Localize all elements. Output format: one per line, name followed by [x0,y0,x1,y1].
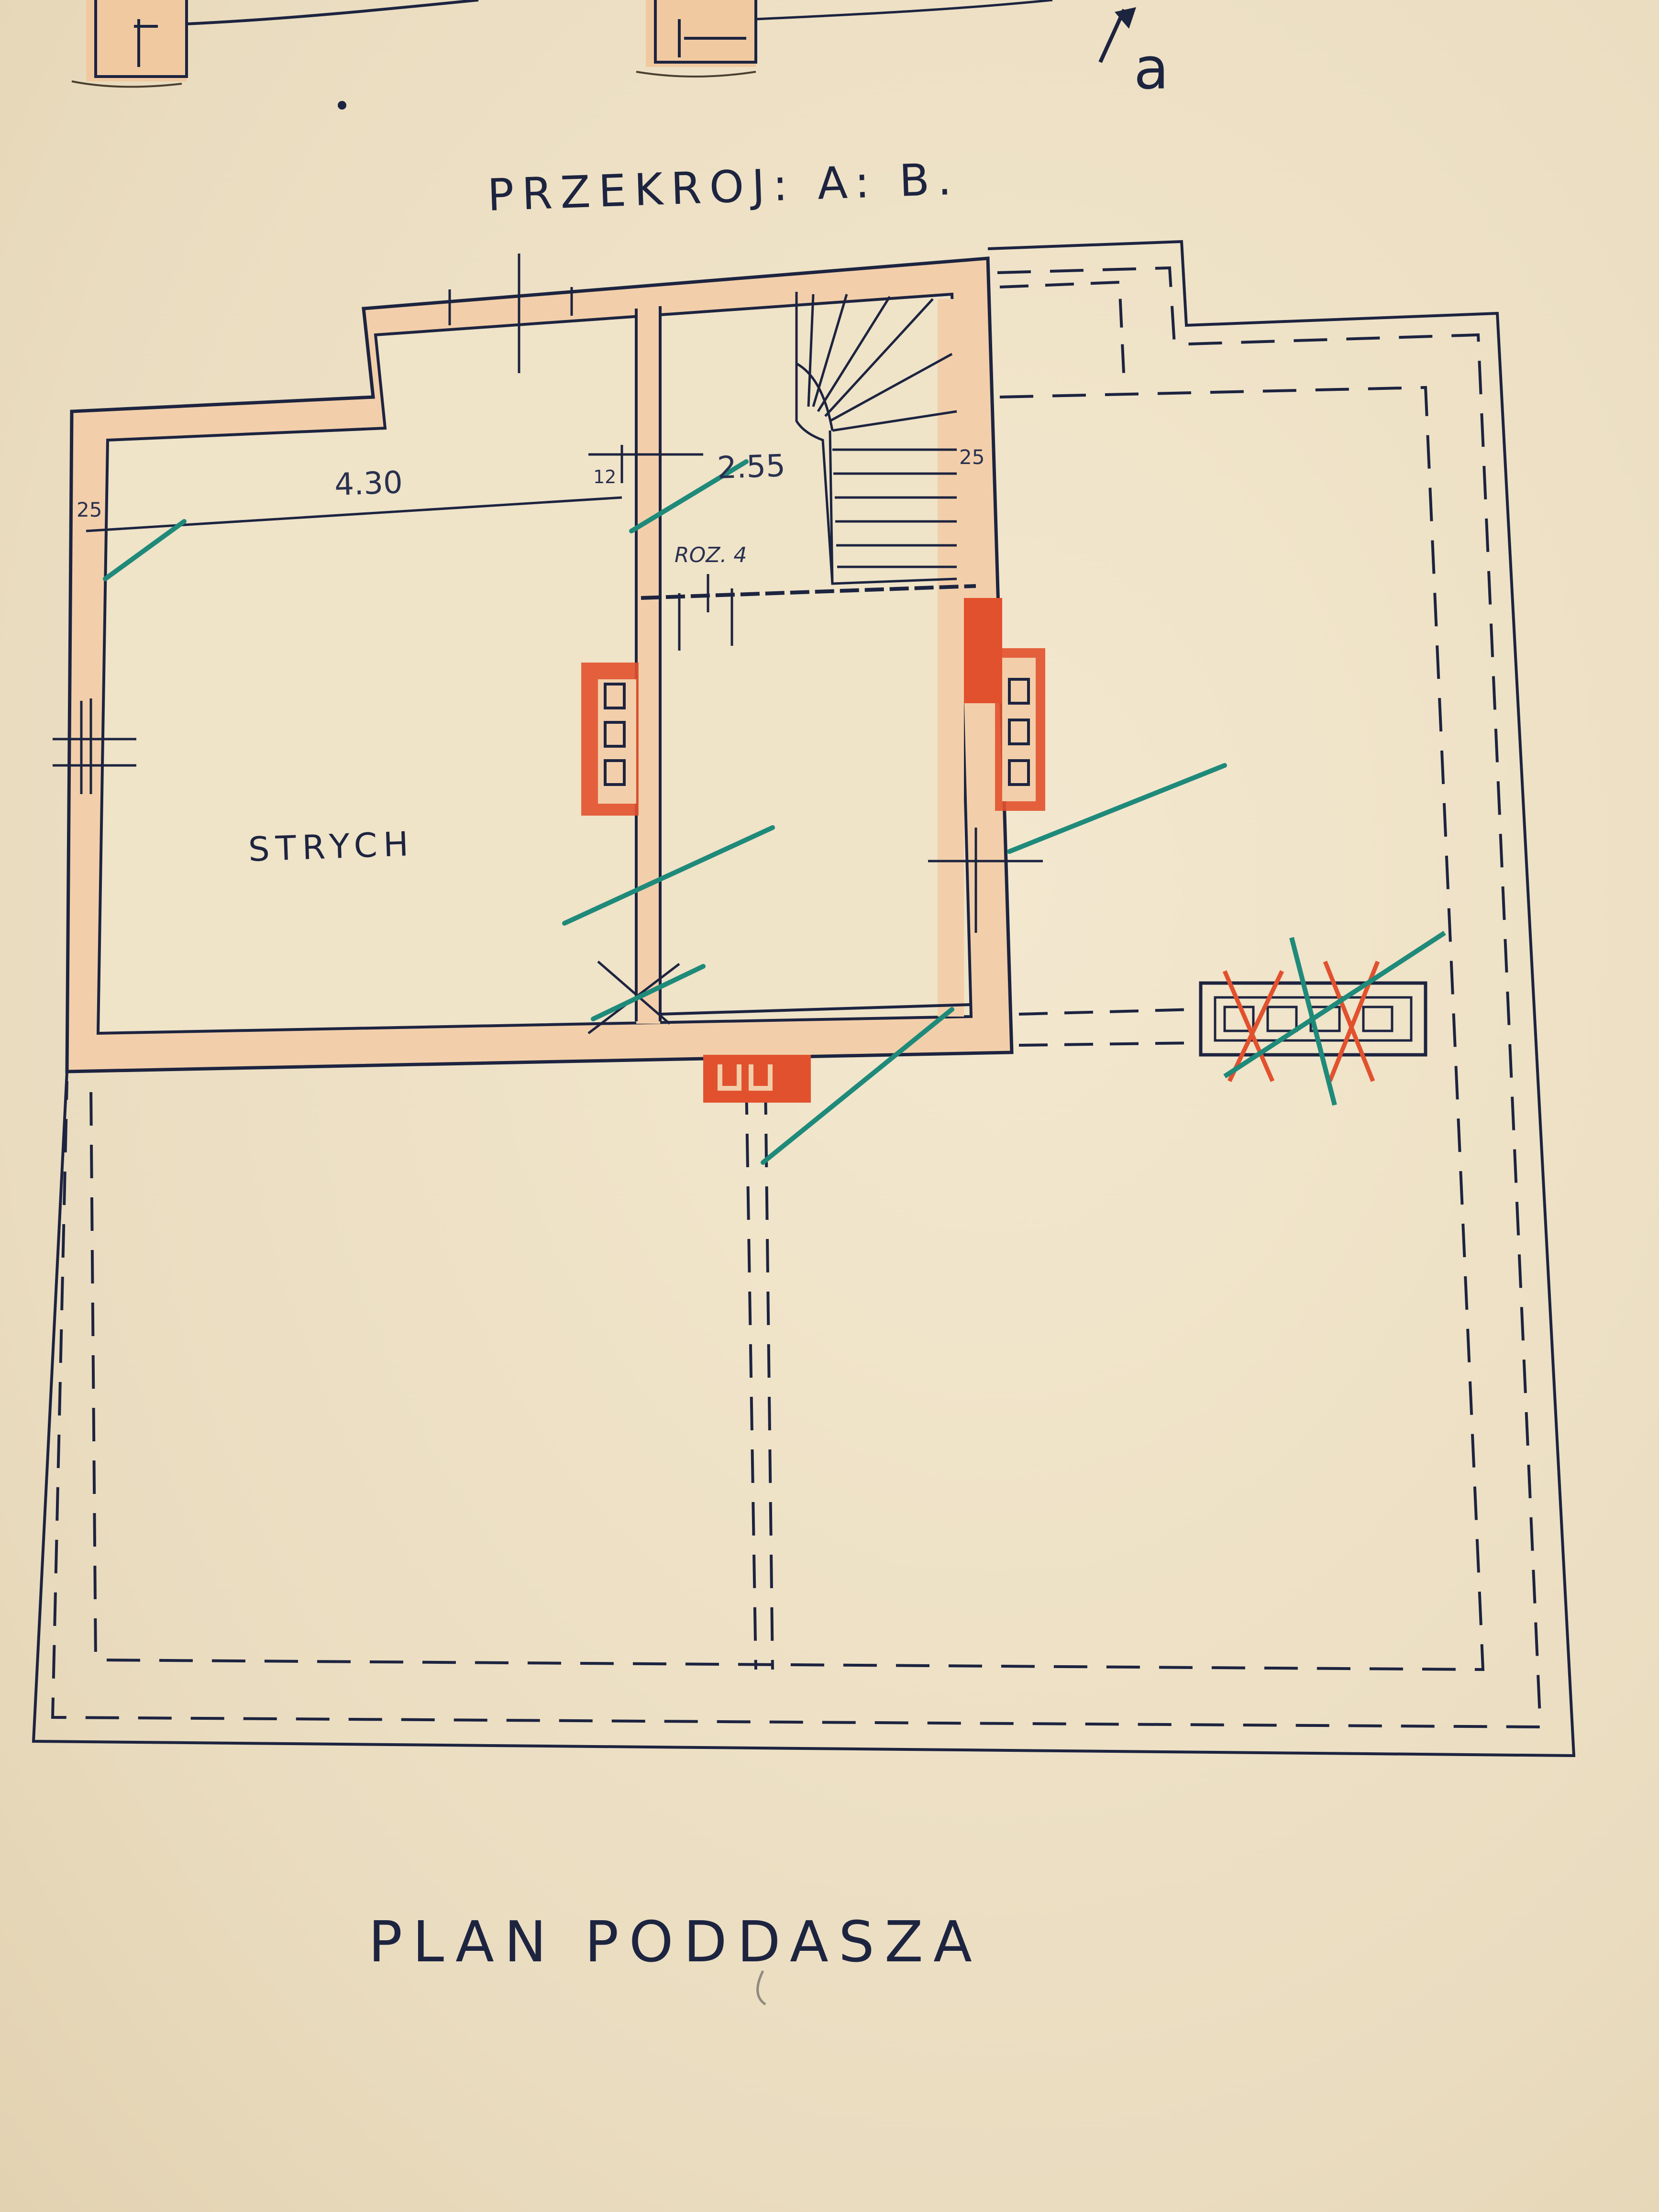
dimension-wall-right: 25 [959,445,984,469]
dimension-wall-mid: 12 [593,466,616,487]
section-marker: a [1098,7,1179,102]
stair-note: ROZ. 4 [675,543,747,567]
room-label-strych: STRYCH [248,824,415,869]
section-title: PRZEKROJ: A: B. [487,154,960,221]
chimney-flues-bottom [703,1055,811,1103]
plan-title: PLAN PODDASZA [368,1909,982,1975]
section-drawing-fragment [71,0,1053,110]
staircase [795,292,957,585]
roof-outline [32,240,1576,1758]
wall-outline [65,256,1014,1073]
green-ink-annotations [103,459,1227,1165]
dimension-width-stair-hall: 2.55 [717,448,786,486]
partition-walls [635,299,976,1024]
chimney-flues-left [581,663,639,816]
dimension-width-left-room: 4.30 [334,465,403,503]
dimension-wall-left: 25 [77,498,102,521]
removed-chimney [1199,930,1446,1106]
chimney-flues-right [964,598,1045,811]
section-marker-label: a [1134,36,1179,102]
